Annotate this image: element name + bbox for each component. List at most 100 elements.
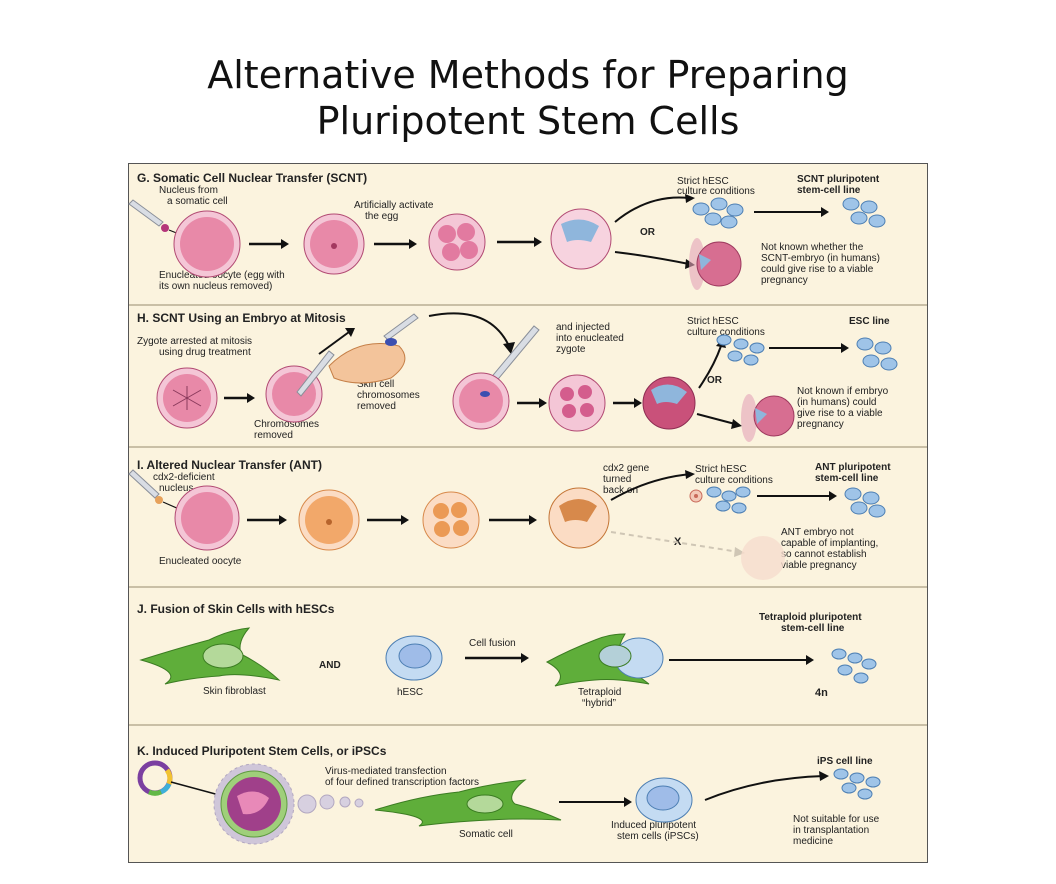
- panel-j-title: J. Fusion of Skin Cells with hESCs: [137, 602, 335, 616]
- transfer-arrow: [428, 312, 510, 347]
- arrow-2: [374, 239, 417, 249]
- panel-scnt: G. Somatic Cell Nuclear Transfer (SCNT) …: [128, 164, 927, 304]
- divider-2: [129, 446, 927, 448]
- chromosomes-label-2: removed: [254, 430, 293, 441]
- arrow-i3: [489, 515, 537, 525]
- panel-g-art: [128, 194, 886, 290]
- enucleated-oocyte-label: Enucleated oocyte: [159, 556, 242, 567]
- faded-embryo: [741, 536, 785, 580]
- ant-embryo-label-3: so cannot establish: [781, 549, 867, 560]
- scnt-line-label-1: SCNT pluripotent: [797, 174, 880, 185]
- esc-line-label: ESC line: [849, 316, 890, 327]
- arrow-1: [249, 239, 289, 249]
- hybrid-label-2: “hybrid”: [582, 698, 616, 709]
- ipsc-label-1: Induced pluripotent: [611, 820, 697, 831]
- culture-label-i-1: Strict hESC: [695, 464, 747, 475]
- virus-label-1: Virus-mediated transfection: [325, 766, 447, 777]
- hybrid-cell: [545, 633, 664, 687]
- oocyte-2: [303, 213, 365, 275]
- ant-line-label-1: ANT pluripotent: [815, 462, 891, 473]
- oocyte-i1: [174, 485, 240, 551]
- injected-label-3: zygote: [556, 344, 586, 355]
- unknown-h-label-2: (in humans) could: [797, 397, 877, 408]
- stem-cell-cluster-h2: [856, 337, 898, 371]
- panel-j-art: [139, 627, 877, 687]
- hybrid-label-1: Tetraploid: [578, 687, 622, 698]
- and-label: AND: [319, 660, 341, 671]
- stem-cell-cluster-1: [692, 197, 744, 229]
- divider-1: [129, 304, 927, 306]
- panel-i-art: [128, 469, 886, 580]
- injected-label-2: into enucleated: [556, 333, 624, 344]
- ipsc-label-2: stem cells (iPSCs): [617, 831, 699, 842]
- divider-3: [129, 586, 927, 588]
- hesc-cell: [385, 635, 443, 681]
- skin-label-1: Skin cell: [357, 379, 395, 390]
- panel-h-title: H. SCNT Using an Embryo at Mitosis: [137, 311, 346, 325]
- virus-dots: [297, 794, 364, 814]
- unknown-h-label-1: Not known if embryo: [797, 386, 889, 397]
- cleaving-embryo: [428, 213, 486, 271]
- ips-line-label: iPS cell line: [817, 756, 873, 767]
- tetraploid-line-label-1: Tetraploid pluripotent: [759, 612, 862, 623]
- oocyte-i2: [298, 489, 360, 551]
- nucleus-dot: [161, 224, 169, 232]
- fibroblast-label: Skin fibroblast: [203, 686, 266, 697]
- methods-figure: G. Somatic Cell Nuclear Transfer (SCNT) …: [128, 163, 928, 863]
- plasmid-icon: [137, 760, 173, 796]
- note-label-2: in transplantation: [793, 825, 870, 836]
- arrow-i2: [367, 515, 409, 525]
- culture-label-i-2: culture conditions: [695, 475, 773, 486]
- stem-cell-cluster-i1: [706, 486, 751, 514]
- virus-label-2: of four defined transcription factors: [325, 777, 479, 788]
- unknown-label-1: Not known whether the: [761, 242, 864, 253]
- enucleated-label-2: its own nucleus removed): [159, 281, 273, 292]
- panel-scnt-mitosis: H. SCNT Using an Embryo at Mitosis Zygot…: [129, 306, 927, 444]
- culture-label-1: Strict hESC: [677, 176, 729, 187]
- gene-label-3: back on: [603, 485, 639, 496]
- ant-line-label-2: stem-cell line: [815, 473, 879, 484]
- arrow-k1: [559, 797, 632, 807]
- cell-fusion-label: Cell fusion: [469, 638, 516, 649]
- blocked-arrow: [610, 531, 740, 553]
- stem-cell-cluster-j: [831, 648, 877, 684]
- slide-title: Alternative Methods for Preparing Plurip…: [0, 52, 1056, 144]
- zygote-label-1: Zygote arrested at mitosis: [137, 336, 253, 347]
- culture-label-2: culture conditions: [677, 186, 755, 197]
- stem-cell-cluster-k: [833, 768, 881, 800]
- stem-cell-cluster-i2: [844, 487, 886, 518]
- skin-label-2: chromosomes: [357, 390, 420, 401]
- injected-label-1: and injected: [556, 322, 610, 333]
- scnt-line-label-2: stem-cell line: [797, 185, 861, 196]
- ant-embryo-label-1: ANT embryo not: [781, 527, 854, 538]
- nucleus-label-2: a somatic cell: [167, 196, 228, 207]
- panel-ipsc: K. Induced Pluripotent Stem Cells, or iP…: [129, 726, 927, 862]
- pipette-icon-i: [128, 469, 160, 499]
- somatic-cell: [374, 779, 562, 827]
- arrow-h1: [224, 393, 255, 403]
- oocyte-1: [173, 210, 241, 278]
- activate-label-1: Artificially activate: [354, 200, 434, 211]
- note-label-3: medicine: [793, 836, 834, 847]
- zygote-label-2: using drug treatment: [159, 347, 251, 358]
- panel-fusion: J. Fusion of Skin Cells with hESCs 2n 2n…: [129, 588, 927, 722]
- zygote-with-pipette: [265, 350, 335, 423]
- blastocyst-h: [642, 376, 696, 430]
- tetraploid-line-label-2: stem-cell line: [781, 623, 845, 634]
- panel-ant: I. Altered Nuclear Transfer (ANT) cdx2-d…: [128, 448, 927, 584]
- nucleus-label-1: Nucleus from: [159, 185, 218, 196]
- cdx2-nucleus-label-1: cdx2-deficient: [153, 472, 215, 483]
- arrested-zygote: [156, 367, 218, 429]
- unknown-h-label-4: pregnancy: [797, 419, 844, 430]
- 4n-label-line: 4n: [815, 687, 828, 699]
- culture-label-h-2: culture conditions: [687, 327, 765, 338]
- ant-embryo-label-2: capable of implanting,: [781, 538, 879, 549]
- unknown-label-3: could give rise to a viable: [761, 264, 874, 275]
- branch-arrow-up: [614, 196, 690, 223]
- arrow-i1: [247, 515, 287, 525]
- culture-label-h-1: Strict hESC: [687, 316, 739, 327]
- virus-particle: [213, 763, 295, 845]
- arrow-i4: [757, 491, 837, 501]
- panel-g-title: G. Somatic Cell Nuclear Transfer (SCNT): [137, 171, 368, 185]
- arrow-4: [754, 207, 829, 217]
